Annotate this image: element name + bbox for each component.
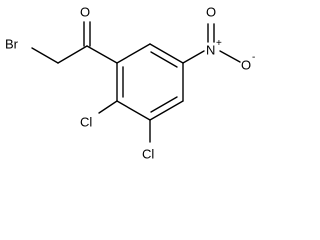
chemical-structure: O Br N + O O - Cl Cl: [5, 4, 255, 161]
atom-chlorine-1: Cl: [80, 114, 92, 129]
atom-chlorine-2: Cl: [142, 146, 154, 161]
bond-ch2-br: [31, 47, 59, 64]
atom-labels: O Br N + O O - Cl Cl: [5, 4, 255, 161]
bond-carbonyl-ch2: [57, 45, 88, 64]
atom-carbonyl-oxygen: O: [80, 4, 90, 19]
bond-carbonyl-ring: [86, 45, 118, 64]
ring-bond-2-3: [149, 43, 184, 64]
bond-ring-nitro: [182, 50, 205, 64]
bond-ring-cl1: [98, 100, 118, 114]
atom-nitro-oxygen-bottom: O: [241, 57, 251, 72]
ring-inner-double-1: [150, 51, 178, 68]
nitro-o-charge: -: [252, 52, 255, 63]
atom-nitro-oxygen-top: O: [206, 4, 216, 19]
ring-inner-double-2: [150, 96, 178, 113]
atom-bromine: Br: [5, 36, 19, 51]
ring-bond-1-2: [116, 43, 151, 64]
ring-bond-5-6: [116, 100, 151, 121]
ring-bond-4-5: [149, 100, 184, 121]
nitro-n-charge: +: [216, 38, 222, 49]
bond-nitro-o-right: [219, 50, 241, 63]
bonds: [31, 21, 241, 143]
atom-nitro-nitrogen: N: [206, 42, 215, 57]
